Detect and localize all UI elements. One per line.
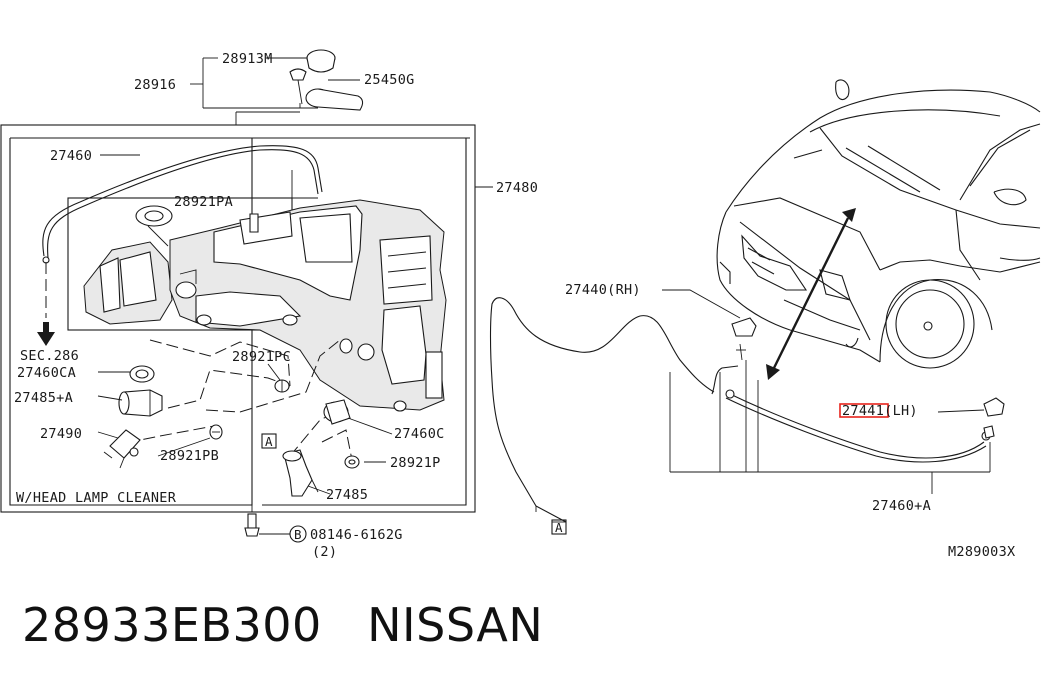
truck-icon [716,79,1041,369]
label-27460a: 27460+A [872,498,931,514]
washer-tank-icon [83,199,447,412]
label-27460c: 27460C [394,426,445,442]
grommet-28921pc-icon [274,379,290,393]
grommet-28921p-icon [344,455,360,469]
label-27440-rh: 27440(RH) [565,282,641,298]
brand-name: NISSAN [367,598,544,652]
section-arrow-icon [37,322,55,346]
label-28921pa: 28921PA [174,194,233,210]
ref-a-left: A [261,433,277,449]
hose-27460a [489,297,995,523]
label-27460: 27460 [50,148,92,164]
bolt-icon: B [244,484,307,543]
label-bolt: 08146-6162G [310,527,403,543]
label-28921pb: 28921PB [160,448,219,464]
label-ref-code: M289003X [948,544,1015,560]
label-27441-lh: 27441(LH) [842,403,918,419]
label-27460ca: 27460CA [17,365,76,381]
grommet-icon [289,68,307,105]
footer-caption: 28933EB300 NISSAN [22,598,543,652]
highlight-box [839,403,889,418]
label-bolt-qty: (2) [312,544,337,560]
bracket-lines [669,360,991,494]
hose-27460 [42,145,323,318]
pump-27490-icon [103,429,141,469]
ref-a-right: A [551,519,567,535]
grommet-28921pa-icon [135,205,173,247]
label-28916: 28916 [134,77,176,93]
label-27485a: 27485+A [14,390,73,406]
nozzle-rh-icon [662,289,757,361]
nozzle-lh-icon [937,397,1005,417]
part-number: 28933EB300 [22,598,322,652]
label-leaders-left [97,363,393,495]
label-headlamp-cleaner: W/HEAD LAMP CLEANER [16,490,177,506]
location-arrow-icon [766,208,856,380]
filler-neck-icon [299,88,364,111]
motor-27460c-icon [323,399,351,425]
label-27490: 27490 [40,426,82,442]
filler-cap-icon [306,49,336,73]
label-28921pc: 28921PC [232,349,291,365]
label-28913m: 28913M [222,51,273,67]
filler-cap-group [190,49,364,125]
label-sec286: SEC.286 [20,348,79,364]
grommet-28921pb-icon [209,424,223,440]
motor-27485a-icon [118,389,163,417]
pump-27460ca-icon [129,365,155,383]
pump-27485-icon [282,449,319,497]
tank-assembly-box [0,124,493,513]
label-25450g: 25450G [364,72,415,88]
ref-a-left-label: A [265,434,273,449]
bolt-circle-label: B [294,527,302,542]
ref-a-right-label: A [555,520,563,535]
label-27485: 27485 [326,487,368,503]
label-27480: 27480 [496,180,538,196]
label-28921p: 28921P [390,455,441,471]
